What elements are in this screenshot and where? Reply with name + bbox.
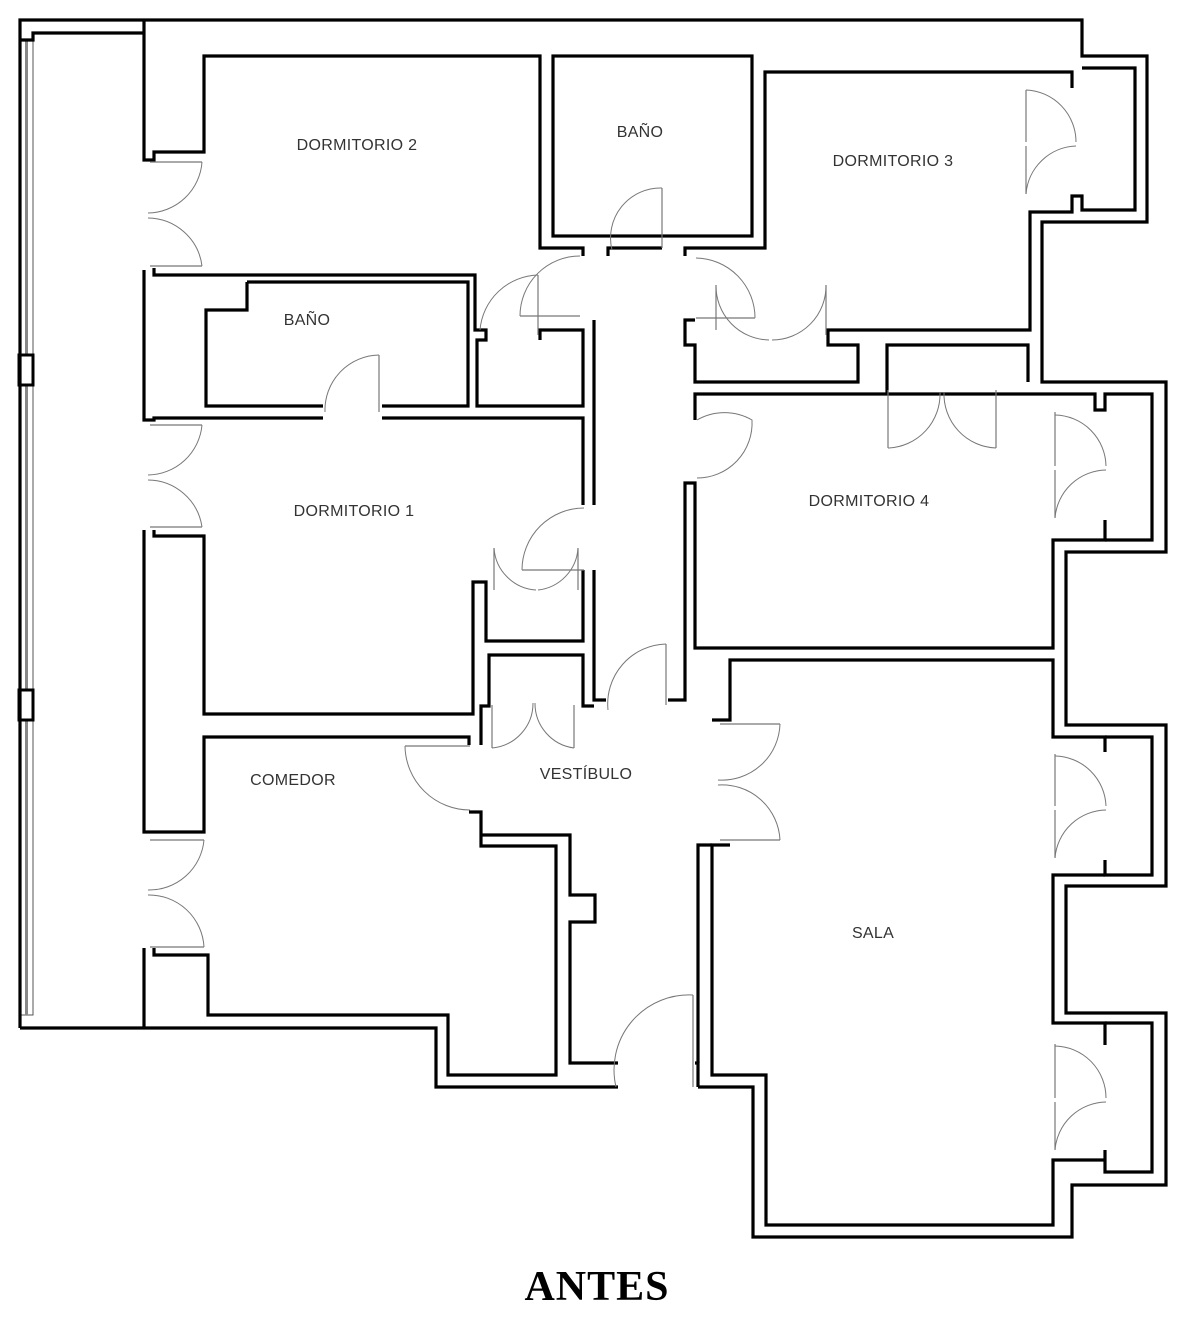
room-label-dormitorio-1: DORMITORIO 1 [293, 503, 415, 520]
room-label-dormitorio-3: DORMITORIO 3 [832, 153, 954, 170]
walls [18, 18, 1168, 1239]
room-label-bano-left: BAÑO [283, 312, 331, 329]
room-label-dormitorio-2: DORMITORIO 2 [296, 137, 418, 154]
room-label-comedor: COMEDOR [250, 772, 336, 789]
room-label-vestibulo: VESTÍBULO [539, 766, 633, 783]
doors [147, 89, 1107, 1151]
room-label-sala: SALA [851, 925, 895, 942]
room-label-dormitorio-4: DORMITORIO 4 [808, 493, 930, 510]
plan-title: ANTES [524, 1264, 670, 1310]
window-strip [17, 39, 35, 1016]
room-label-bano-top: BAÑO [616, 124, 664, 141]
